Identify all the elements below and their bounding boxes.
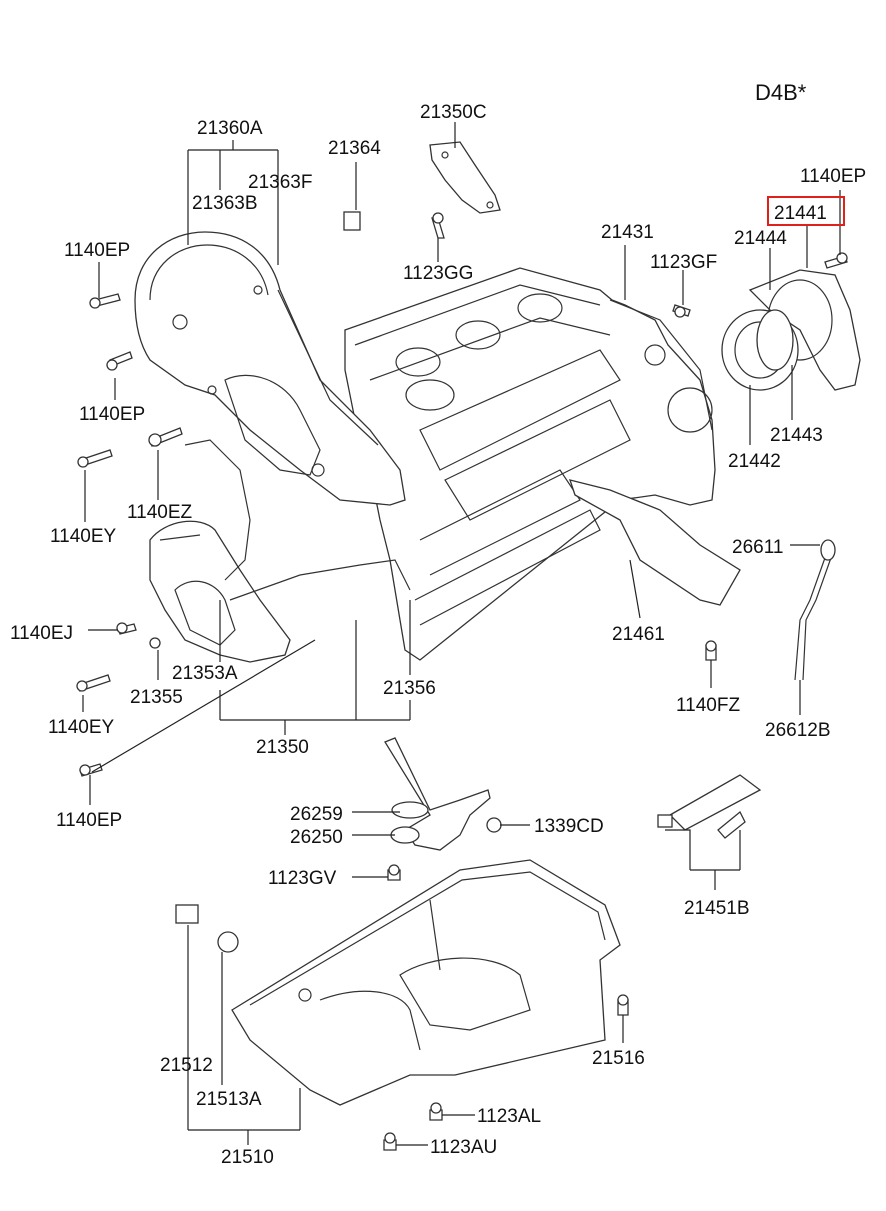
label-21461[interactable]: 21461 [612,624,665,645]
label-21350c[interactable]: 21350C [420,102,487,123]
label-21360a[interactable]: 21360A [197,118,263,139]
drain-plug [175,904,199,924]
oil-baffle [569,479,741,606]
leader-lines [82,122,841,1146]
label-21350[interactable]: 21350 [256,737,309,758]
oil-strainer [384,737,491,851]
label-1123gf[interactable]: 1123GF [650,252,717,273]
label-26250[interactable]: 26250 [290,827,343,848]
label-1140ey-b[interactable]: 1140EY [48,717,115,738]
label-21513a[interactable]: 21513A [196,1089,262,1110]
label-1140ey-a[interactable]: 1140EY [50,526,117,547]
oil-dipstick [794,539,836,681]
drain-plug-gasket [217,931,239,953]
label-21442[interactable]: 21442 [728,451,781,472]
label-1140ep-d[interactable]: 1140EP [800,166,866,187]
label-21441[interactable]: 21441 [774,203,827,224]
label-21363b[interactable]: 21363B [192,193,258,214]
label-1140ep-a[interactable]: 1140EP [64,240,130,261]
bracket-21350c [429,141,501,214]
label-26259[interactable]: 26259 [290,804,343,825]
label-1339cd[interactable]: 1339CD [534,816,604,837]
label-1140ej[interactable]: 1140EJ [10,623,73,644]
bolts [76,212,848,1151]
label-21516[interactable]: 21516 [592,1048,645,1069]
label-21451b[interactable]: 21451B [684,898,750,919]
gasket-line [229,559,411,601]
label-21355[interactable]: 21355 [130,687,183,708]
label-21510[interactable]: 21510 [221,1147,274,1168]
label-21356[interactable]: 21356 [383,678,436,699]
label-1123al[interactable]: 1123AL [477,1106,541,1127]
engine-block [344,267,716,661]
sealant-tube [657,774,762,839]
label-1123au[interactable]: 1123AU [430,1137,497,1158]
oil-pan [231,859,621,1106]
label-26612b[interactable]: 26612B [765,720,831,741]
label-21444[interactable]: 21444 [734,228,787,249]
label-21363f[interactable]: 21363F [248,172,312,193]
rear-oil-seal-housing [721,269,861,391]
label-1140fz[interactable]: 1140FZ [676,695,740,716]
label-26611[interactable]: 26611 [732,537,783,558]
label-21353a[interactable]: 21353A [172,663,238,684]
label-1123gv[interactable]: 1123GV [268,868,337,889]
label-1140ep-b[interactable]: 1140EP [79,404,145,425]
label-21364[interactable]: 21364 [328,138,381,159]
label-21443[interactable]: 21443 [770,425,823,446]
model-code: D4B* [755,80,807,105]
timing-belt-cover [134,231,406,506]
plug-21364 [343,211,361,231]
label-1140ep-c[interactable]: 1140EP [56,810,122,831]
label-21512[interactable]: 21512 [160,1055,213,1076]
label-1140ez[interactable]: 1140EZ [127,502,193,523]
lower-timing-cover [149,439,291,663]
highlight-box [767,196,845,226]
label-21431[interactable]: 21431 [601,222,654,243]
label-1123gg[interactable]: 1123GG [403,263,473,284]
